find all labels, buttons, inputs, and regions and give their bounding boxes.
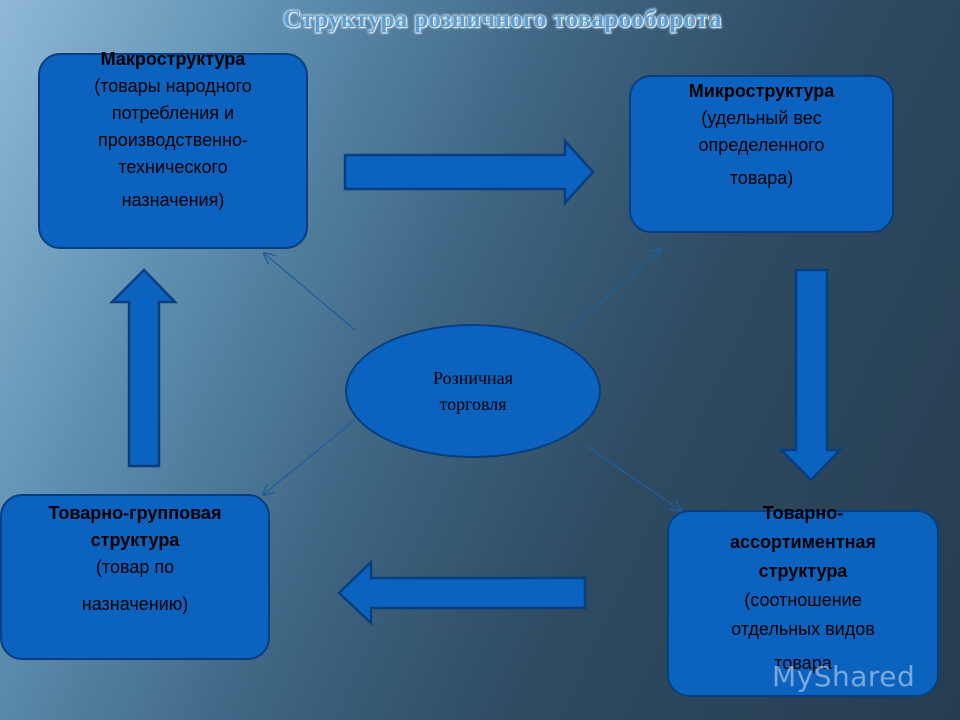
thin-arrow-to-assort: [584, 444, 680, 510]
group-structure-box: Товарно-групповая структура (товар по на…: [0, 494, 270, 660]
arrow-up-big: [108, 268, 178, 468]
assortment-structure-heading: Товарно- ассортиментная структура: [729, 503, 877, 581]
assortment-structure-description-end: товара: [774, 653, 832, 673]
thin-arrow-to-group: [264, 419, 356, 494]
thin-arrow-to-micro: [569, 250, 660, 331]
arrow-down-big: [777, 268, 843, 482]
arrow-right-big: [343, 137, 595, 207]
arrow-left-big: [337, 559, 587, 626]
thin-arrow-to-macro: [265, 254, 356, 331]
macrostructure-description-end: назначения): [121, 190, 225, 210]
microstructure-description-end: товара): [729, 168, 794, 188]
assortment-structure-description: (соотношение отдельных видов: [731, 590, 875, 639]
assortment-structure-box: Товарно- ассортиментная структура (соотн…: [667, 503, 939, 697]
macrostructure-heading: Макроструктура: [100, 49, 246, 69]
macrostructure-description: (товары народного потребления и производ…: [94, 76, 252, 177]
microstructure-box: Микроструктура (удельный вес определенно…: [629, 75, 894, 233]
microstructure-description: (удельный вес определенного: [698, 108, 825, 155]
group-structure-description: (товар по: [95, 557, 175, 577]
slide-title: Структура розничного товарооборота: [283, 6, 722, 33]
group-structure-description-end: назначению): [81, 594, 189, 614]
watermark-logo: MyShared: [772, 660, 916, 693]
microstructure-heading: Микроструктура: [688, 81, 835, 101]
retail-trade-ellipse: Розничная торговля: [345, 324, 601, 458]
group-structure-heading: Товарно-групповая структура: [48, 503, 222, 550]
macrostructure-box: Макроструктура (товары народного потребл…: [38, 49, 308, 249]
